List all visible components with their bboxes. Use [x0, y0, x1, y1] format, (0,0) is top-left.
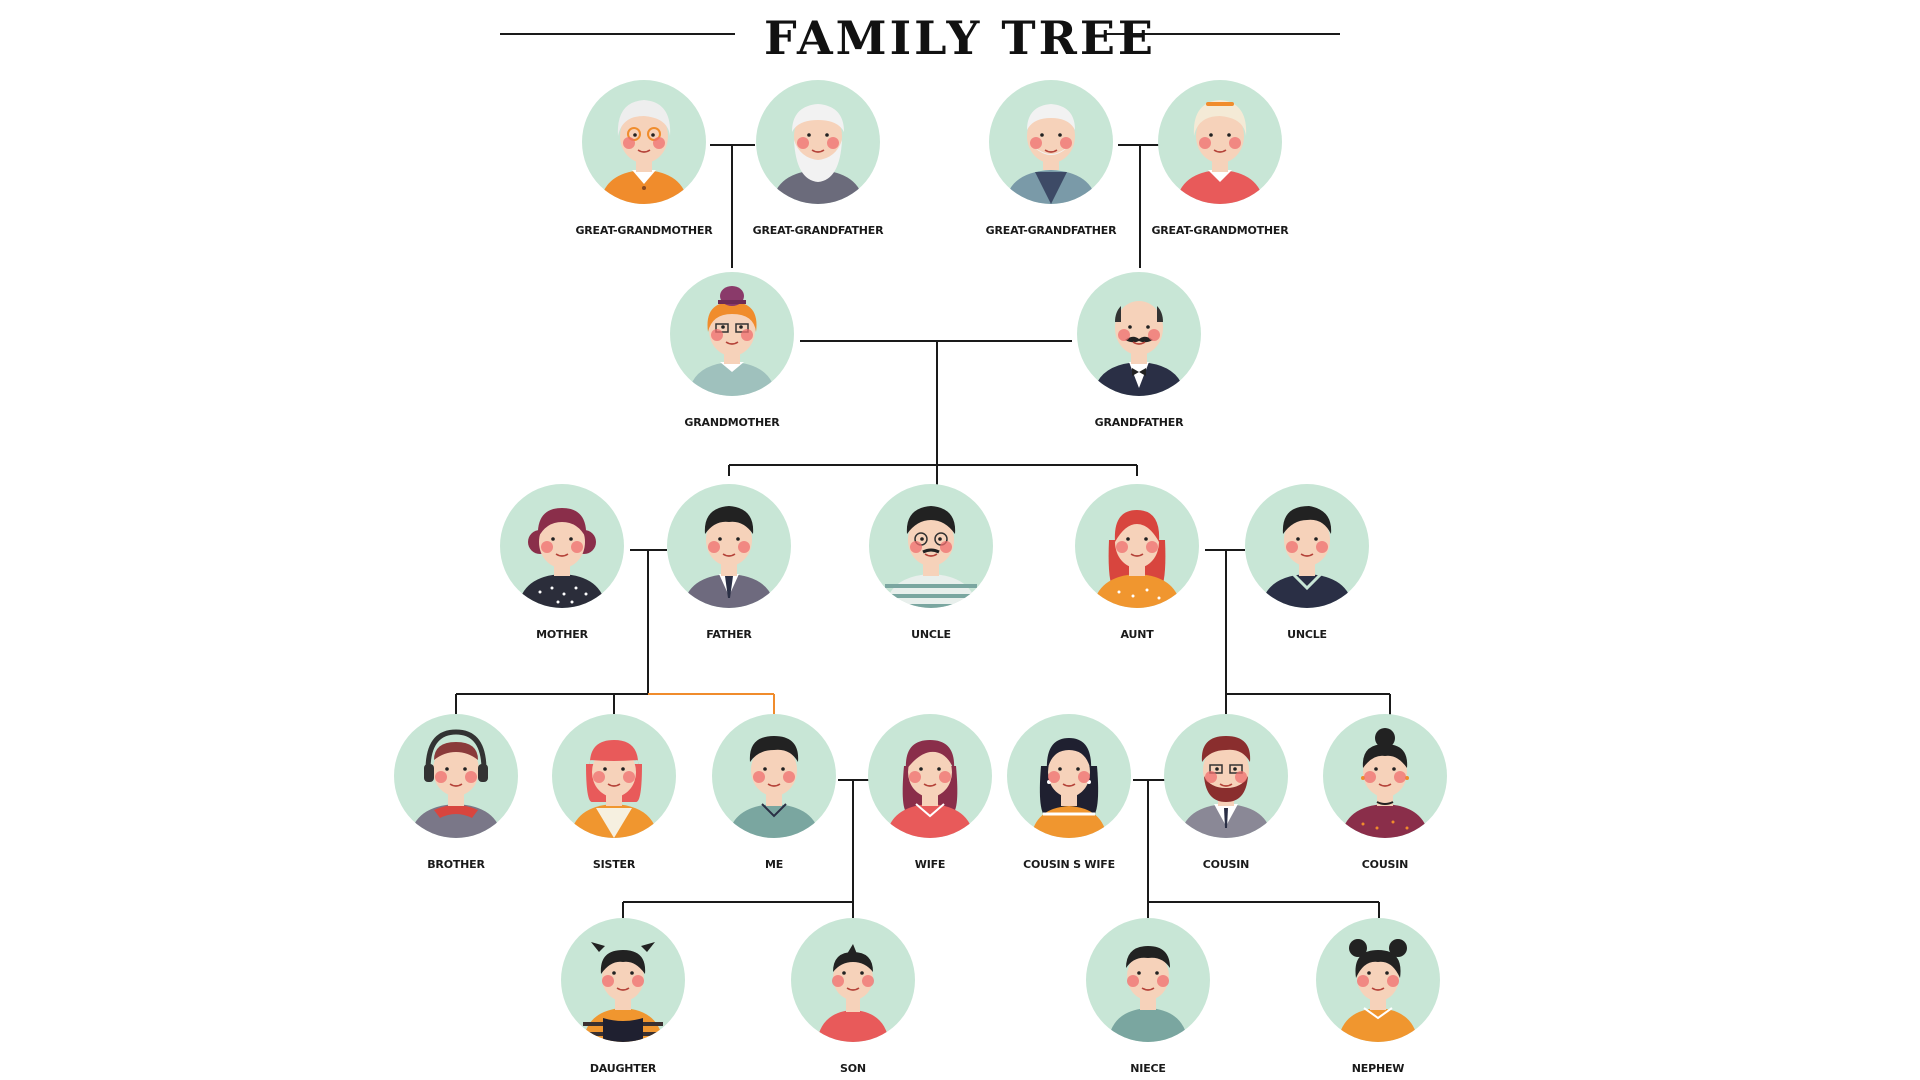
- member-label: GRANDMOTHER: [684, 416, 780, 429]
- member-label: BROTHER: [427, 858, 485, 871]
- member-label: GREAT-GRANDFATHER: [752, 224, 884, 237]
- member-label: SISTER: [592, 858, 636, 871]
- member-label: UNCLE: [1287, 628, 1327, 641]
- grandfather-avatar-icon: [1077, 272, 1201, 396]
- member-label: COUSIN: [1202, 858, 1250, 871]
- sister-avatar-icon: [552, 714, 676, 838]
- uncle-avatar-icon: [1245, 484, 1369, 608]
- member-label: SON: [840, 1062, 866, 1075]
- niece-avatar-icon: [1086, 918, 1210, 1042]
- great-grandmother-avatar-icon: [1158, 80, 1282, 204]
- nephew-avatar-icon: [1316, 918, 1440, 1042]
- cousins-wife-avatar-icon: [1007, 714, 1131, 838]
- page-title: FAMILY TREE: [764, 11, 1156, 65]
- member-label: NEPHEW: [1351, 1062, 1405, 1075]
- cousin-avatar-icon: [1164, 714, 1288, 838]
- great-grandmother-avatar-icon: [582, 80, 706, 204]
- member-label: DAUGHTER: [589, 1062, 657, 1075]
- uncle-avatar-icon: [869, 484, 993, 608]
- me-avatar-icon: [712, 714, 836, 838]
- brother-avatar-icon: [394, 714, 518, 838]
- father-avatar-icon: [667, 484, 791, 608]
- member-label: GRANDFATHER: [1094, 416, 1184, 429]
- member-label: GREAT-GRANDMOTHER: [575, 224, 713, 237]
- member-label: GREAT-GRANDFATHER: [985, 224, 1117, 237]
- aunt-avatar-icon: [1075, 484, 1199, 608]
- grandmother-avatar-icon: [670, 272, 794, 396]
- member-label: COUSIN S WIFE: [1023, 858, 1115, 871]
- member-label: NIECE: [1130, 1062, 1166, 1075]
- member-label: AUNT: [1120, 628, 1154, 641]
- great-grandfather-avatar-icon: [756, 80, 880, 204]
- member-label: FATHER: [706, 628, 752, 641]
- son-avatar-icon: [791, 918, 915, 1042]
- daughter-avatar-icon: [561, 918, 685, 1042]
- member-label: GREAT-GRANDMOTHER: [1151, 224, 1289, 237]
- wife-avatar-icon: [868, 714, 992, 838]
- member-label: WIFE: [914, 858, 946, 871]
- member-label: COUSIN: [1361, 858, 1409, 871]
- member-label: MOTHER: [536, 628, 588, 641]
- member-label: UNCLE: [911, 628, 951, 641]
- member-label: ME: [764, 858, 784, 871]
- great-grandfather-avatar-icon: [989, 80, 1113, 204]
- mother-avatar-icon: [500, 484, 624, 608]
- cousin-avatar-icon: [1323, 714, 1447, 838]
